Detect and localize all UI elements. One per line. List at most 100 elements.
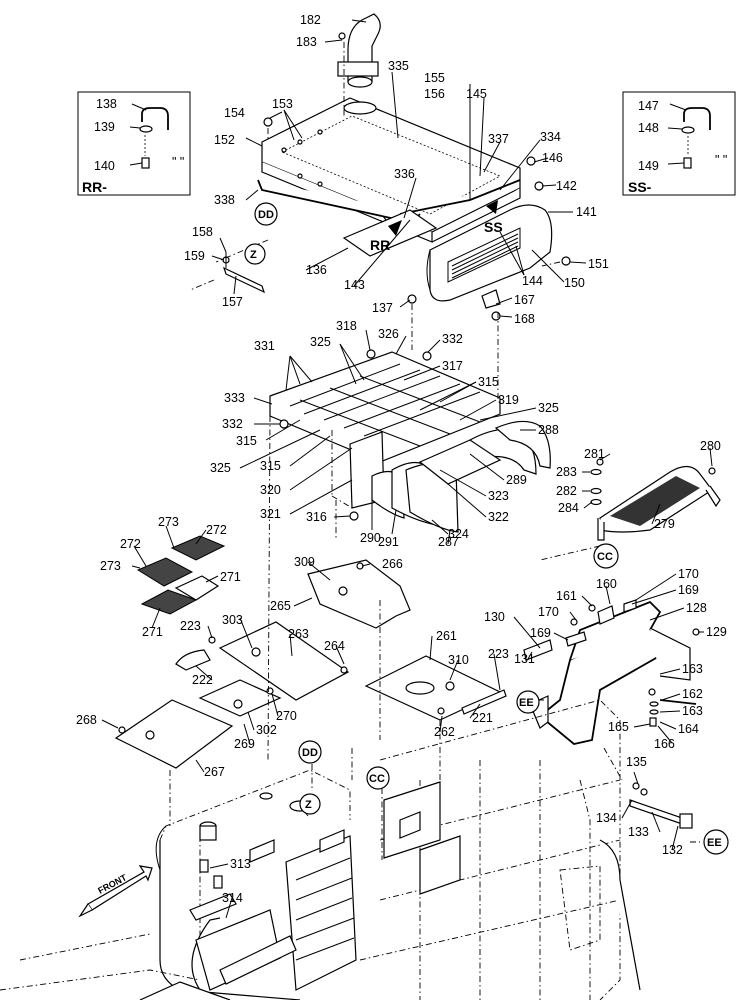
callout-323: 323 (488, 489, 509, 503)
callout-338: 338 (214, 193, 235, 207)
callout-133: 133 (628, 825, 649, 839)
dd-tag-bottom: DD (302, 747, 318, 759)
step-279 (597, 465, 721, 541)
callout-310: 310 (448, 653, 469, 667)
callout-151: 151 (588, 257, 609, 271)
callout-280: 280 (700, 439, 721, 453)
cc-tag-bottom: CC (369, 773, 385, 785)
callout-153: 153 (272, 97, 293, 111)
callout-137: 137 (372, 301, 393, 315)
callout-302: 302 (256, 723, 277, 737)
callout-166: 166 (654, 737, 675, 751)
ss-view-arrow (486, 200, 498, 214)
callout-320: 320 (260, 483, 281, 497)
callout-325: 325 (310, 335, 331, 349)
callout-336: 336 (394, 167, 415, 181)
dd-tag-top: DD (258, 209, 274, 221)
callout-152: 152 (214, 133, 235, 147)
callout-labels: 182 183 335 155 156 145 154 153 152 337 … (76, 13, 727, 905)
callout-156: 156 (424, 87, 445, 101)
bolts-middle (279, 349, 716, 521)
callout-290: 290 (360, 531, 381, 545)
callout-317: 317 (442, 359, 463, 373)
callout-169: 169 (678, 583, 699, 597)
callout-183: 183 (296, 35, 317, 49)
callout-273: 273 (158, 515, 179, 529)
callout-142: 142 (556, 179, 577, 193)
callout-271: 271 (142, 625, 163, 639)
callout-135: 135 (626, 755, 647, 769)
callout-165: 165 (608, 720, 629, 734)
callout-158: 158 (192, 225, 213, 239)
callout-289: 289 (506, 473, 527, 487)
callout-272: 272 (120, 537, 141, 551)
cc-tag-right: CC (597, 551, 613, 563)
callout-279: 279 (654, 517, 675, 531)
top-panel-assembly (269, 351, 551, 533)
plate-267 (114, 699, 234, 769)
callout-131: 131 (514, 652, 535, 666)
callout-324: 324 (448, 527, 469, 541)
callout-282: 282 (556, 484, 577, 498)
callout-169: 169 (530, 626, 551, 640)
side-cover-141 (426, 204, 553, 309)
callout-223: 223 (488, 647, 509, 661)
callout-182: 182 (300, 13, 321, 27)
callout-267: 267 (204, 765, 225, 779)
callout-140: 140 (94, 159, 115, 173)
callout-288: 288 (538, 423, 559, 437)
callout-130: 130 (484, 610, 505, 624)
callout-132: 132 (662, 843, 683, 857)
callout-162: 162 (682, 687, 703, 701)
callout-315: 315 (236, 434, 257, 448)
callout-147: 147 (638, 99, 659, 113)
detail-box-rr: " " (77, 91, 191, 196)
callout-157: 157 (222, 295, 243, 309)
callout-263: 263 (288, 627, 309, 641)
callout-287: 287 (438, 535, 459, 549)
callout-331: 331 (254, 339, 275, 353)
callout-326: 326 (378, 327, 399, 341)
front-direction-arrow: FRONT (78, 865, 153, 918)
callout-318: 318 (336, 319, 357, 333)
leader-lines (101, 19, 713, 919)
callout-146: 146 (542, 151, 563, 165)
rr-view-arrow (342, 209, 438, 257)
callout-139: 139 (94, 120, 115, 134)
callout-222: 222 (192, 673, 213, 687)
callout-168: 168 (514, 312, 535, 326)
callout-309: 309 (294, 555, 315, 569)
callout-333: 333 (224, 391, 245, 405)
callout-272: 272 (206, 523, 227, 537)
ss-arrow-label: SS (484, 219, 503, 235)
callout-314: 314 (222, 891, 243, 905)
callout-284: 284 (558, 501, 579, 515)
callout-128: 128 (686, 601, 707, 615)
plate-263 (218, 621, 350, 701)
callout-264: 264 (324, 639, 345, 653)
callout-163: 163 (682, 704, 703, 718)
callout-170: 170 (538, 605, 559, 619)
rr-arrow-label: RR (370, 237, 390, 253)
callout-322: 322 (488, 510, 509, 524)
callout-149: 149 (638, 159, 659, 173)
view-tag-labels: RR- SS- RR SS DD Z CC EE DD Z CC EE (82, 179, 722, 849)
bracket-157 (222, 252, 266, 294)
callout-316: 316 (306, 510, 327, 524)
plate-302 (198, 679, 282, 717)
callout-321: 321 (260, 507, 281, 521)
callout-261: 261 (436, 629, 457, 643)
callout-163: 163 (682, 662, 703, 676)
z-tag-top: Z (250, 249, 257, 261)
machine-frame (0, 699, 641, 1000)
callout-160: 160 (596, 577, 617, 591)
callout-281: 281 (584, 447, 605, 461)
callout-141: 141 (576, 205, 597, 219)
callout-283: 283 (556, 465, 577, 479)
callout-148: 148 (638, 121, 659, 135)
callout-155: 155 (424, 71, 445, 85)
callout-266: 266 (382, 557, 403, 571)
ss-detail-title: SS- (628, 179, 652, 195)
callout-269: 269 (234, 737, 255, 751)
exhaust-pipe (337, 13, 381, 88)
